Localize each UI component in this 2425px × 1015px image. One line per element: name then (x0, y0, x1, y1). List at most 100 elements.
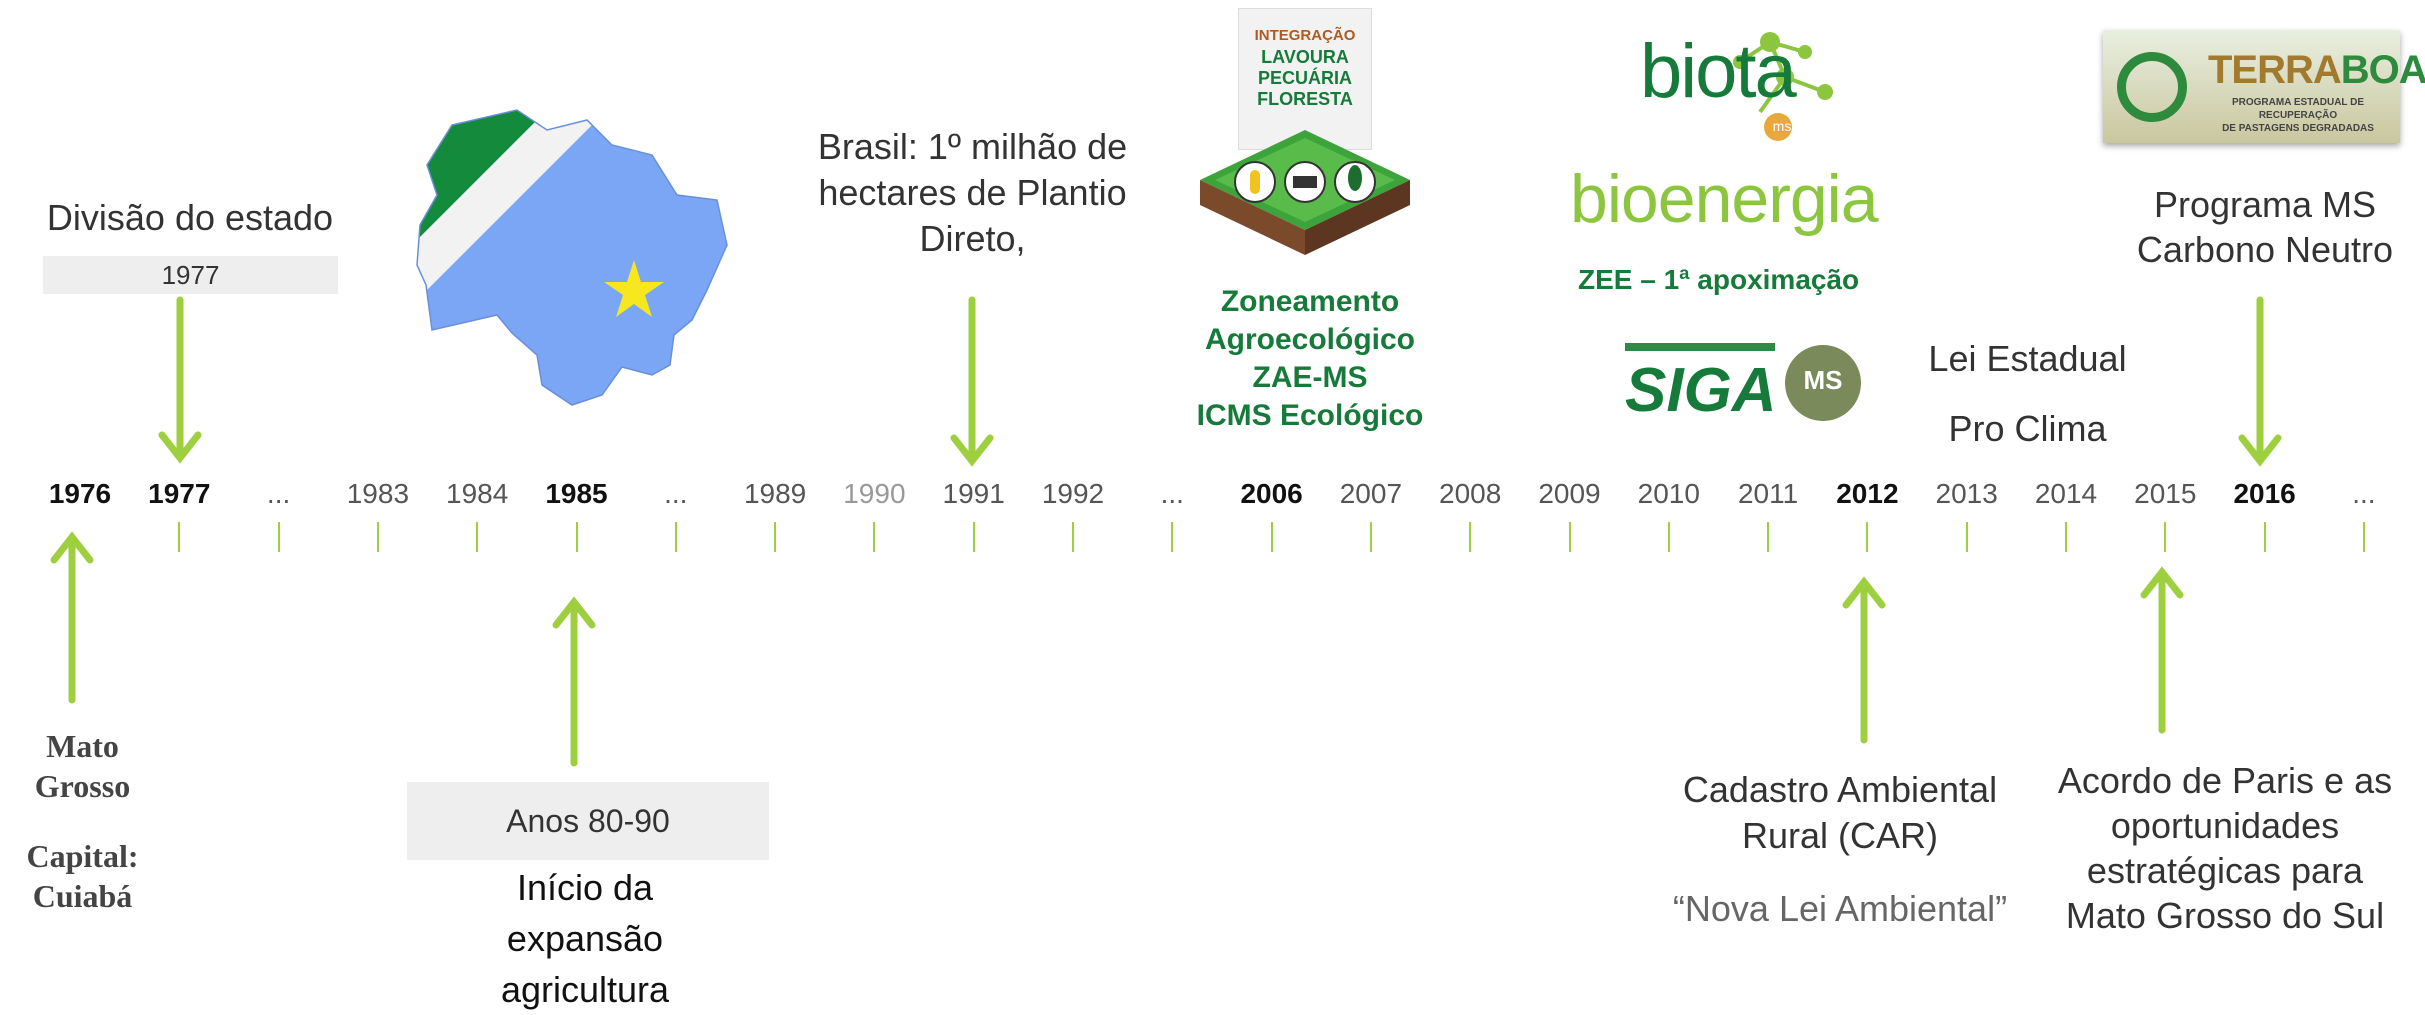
ms-state-map (416, 109, 728, 406)
timeline-year: 2012 (1836, 478, 1899, 509)
ilpf-line1: INTEGRAÇÃO (1254, 27, 1356, 44)
mato-grosso-label: Mato Grosso (0, 726, 165, 806)
zae-line1: Zoneamento (1220, 285, 1400, 318)
siga-arrow (1625, 343, 1775, 351)
lei-line2: Pro Clima (1948, 408, 2107, 449)
arrow-2016-down (2238, 296, 2282, 467)
timeline-year: ... (664, 478, 688, 509)
timeline-year: 1985 (545, 478, 608, 509)
timeline-tick (376, 522, 379, 552)
paris-line2: oportunidades (2110, 805, 2340, 846)
timeline-year: 1983 (346, 478, 410, 509)
timeline-tick (1369, 522, 1372, 552)
zae-line4: ICMS Ecológico (1196, 399, 1424, 432)
car-line2: Rural (CAR) (1741, 815, 1938, 856)
ilpf-line4: FLORESTA (1257, 89, 1353, 109)
ilpf-land-icon (1200, 130, 1410, 255)
division-year-box: 1977 (43, 256, 338, 294)
biota-logo-graphic (1733, 32, 1833, 141)
terraboa-sub1: PROGRAMA ESTADUAL DE RECUPERAÇÃO (2231, 97, 2365, 121)
timeline-tick (575, 522, 578, 552)
plantio-line2: hectares de Plantio (818, 172, 1127, 213)
terraboa-leaf-icon (2117, 52, 2187, 122)
timeline-year: 2007 (1339, 478, 1403, 509)
carbono-neutro-text: Programa MS Carbono Neutro (2110, 182, 2420, 272)
arrow-2012-up (1842, 576, 1886, 744)
timeline-year: 1976 (48, 478, 112, 509)
paris-line3: estratégicas para (2086, 850, 2364, 891)
star-icon (604, 260, 664, 317)
decade-box: Anos 80-90 (407, 782, 769, 860)
expansion-line3: agricultura (500, 969, 670, 1010)
timeline-year: 1992 (1041, 478, 1105, 509)
capital-label-text: Capital: (26, 838, 139, 874)
zae-line2: Agroecológico (1204, 323, 1415, 356)
timeline-tick (1568, 522, 1571, 552)
car-text: Cadastro Ambiental Rural (CAR) (1660, 767, 2020, 859)
biota-tag: ms (1772, 118, 1792, 134)
timeline-year: ... (1160, 478, 1184, 509)
timeline-tick (1270, 522, 1273, 552)
timeline-year: 2010 (1637, 478, 1700, 509)
timeline-year: ... (266, 478, 291, 509)
paris-line1: Acordo de Paris e as (2057, 760, 2393, 801)
timeline-year: 1990 (843, 478, 906, 509)
siga-map-icon (1785, 345, 1861, 421)
car-line1: Cadastro Ambiental (1682, 769, 1998, 810)
timeline-year: 1977 (148, 478, 211, 509)
terraboa-logo: TERRABOA PROGRAMA ESTADUAL DE RECUPERAÇÃ… (2103, 30, 2425, 143)
timeline-year: 1989 (743, 478, 807, 509)
lei-estadual-text: Lei Estadual Pro Clima (1900, 324, 2155, 464)
timeline-year: 1984 (446, 478, 509, 509)
expansion-line2: expansão (506, 918, 664, 959)
timeline-year: ... (2352, 478, 2376, 509)
timeline-tick (1072, 522, 1074, 552)
terraboa-sub2: DE PASTAGENS DEGRADADAS (2222, 123, 2374, 134)
arrow-1991-down (950, 296, 994, 467)
timeline-year: 2006 (1240, 478, 1303, 509)
timeline-tick (972, 522, 975, 552)
siga-logo-text: SIGA (1625, 356, 1777, 425)
timeline-tick (774, 522, 777, 552)
zae-text: Zoneamento Agroecológico ZAE-MS ICMS Eco… (1165, 283, 1455, 435)
timeline-tick (178, 522, 181, 552)
timeline-tick (1866, 522, 1869, 552)
timeline-year: 2008 (1439, 478, 1502, 509)
timeline-tick (476, 522, 479, 552)
lei-line1: Lei Estadual (1928, 338, 2127, 379)
timeline-tick (2164, 522, 2167, 552)
division-title: Divisão do estado (46, 197, 334, 238)
timeline-tick (2263, 522, 2266, 552)
capital-name: Cuiabá (32, 878, 133, 914)
carbono-line1: Programa MS (2153, 184, 2377, 225)
terraboa-title: TERRABOA (2208, 48, 2425, 93)
timeline-tick (1667, 522, 1670, 552)
timeline-tick (2065, 522, 2067, 552)
siga-logo: SIGA (1625, 343, 1785, 425)
biota-logo: biota (1640, 29, 1797, 114)
siga-tag: MS (1803, 365, 1843, 395)
capital-label: Capital: Cuiabá (0, 836, 165, 916)
timeline-year: 2015 (2134, 478, 2197, 509)
bioenergia-logo: bioenergia (1570, 161, 1879, 237)
zee-text: ZEE – 1ª apoximação (1578, 264, 1860, 295)
terraboa-title-b: BOA (2340, 48, 2425, 92)
plantio-line3: Direto, (919, 218, 1026, 259)
timeline-year: 2011 (1737, 478, 1799, 509)
carbono-line2: Carbono Neutro (2136, 229, 2394, 270)
timeline-tick (873, 522, 876, 552)
expansion-line1: Início da (516, 867, 654, 908)
arrow-2015-up (2140, 566, 2184, 734)
zae-line3: ZAE-MS (1252, 361, 1368, 394)
plantio-direto-text: Brasil: 1º milhão de hectares de Plantio… (800, 124, 1145, 262)
ilpf-words: LAVOURA PECUÁRIA FLORESTA (1239, 47, 1371, 110)
timeline-year: 2016 (2233, 478, 2296, 509)
arrow-1977-down (158, 296, 202, 464)
ilpf-line3: PECUÁRIA (1257, 68, 1352, 88)
terraboa-subtitle: PROGRAMA ESTADUAL DE RECUPERAÇÃO DE PAST… (2203, 96, 2393, 135)
timeline-tick (1767, 522, 1770, 552)
plantio-line1: Brasil: 1º milhão de (817, 126, 1128, 167)
timeline-year: 2009 (1538, 478, 1601, 509)
timeline-year: 1991 (942, 478, 1005, 509)
